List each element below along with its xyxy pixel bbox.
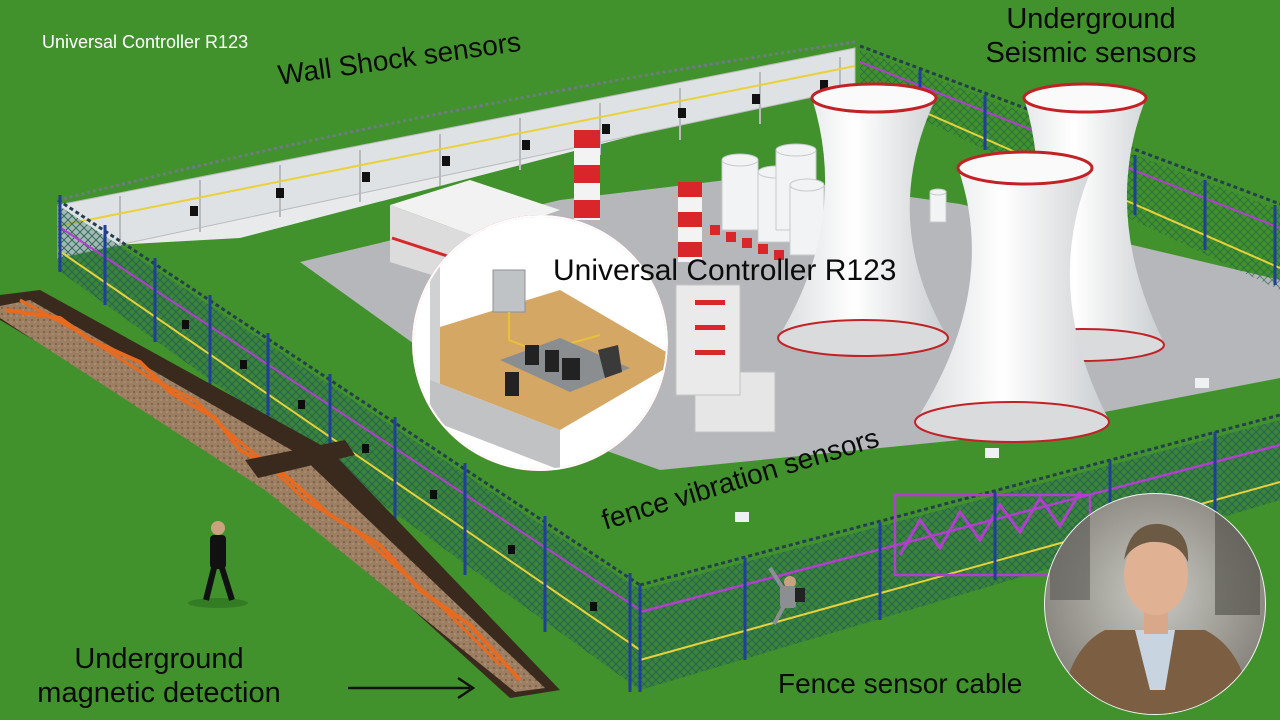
label-underground-magnetic-detection: Underground magnetic detection [30, 642, 288, 710]
concrete-wall [57, 40, 856, 259]
fence-climber [768, 566, 805, 625]
controller-room-inset [412, 215, 668, 471]
arrow-to-trench [348, 676, 476, 700]
storage-tanks [721, 143, 947, 256]
label-magnetic-line2: magnetic detection [37, 677, 281, 710]
label-underground-seismic-sensors: Underground Seismic sensors [962, 2, 1220, 70]
magnetic-detection-trench [0, 290, 560, 698]
walking-person [188, 521, 248, 608]
presenter-video [1044, 493, 1266, 715]
cooling-tower-front [914, 150, 1110, 443]
pipe-valves [710, 225, 784, 260]
fence-front-right [638, 378, 1280, 692]
label-universal-controller: Universal Controller R123 [553, 254, 897, 287]
label-fence-sensor-cable: Fence sensor cable [778, 668, 1023, 699]
label-seismic-line2: Seismic sensors [985, 37, 1197, 70]
cooling-tower-back-left [777, 82, 949, 357]
chimney-left [574, 130, 600, 220]
label-magnetic-line1: Underground [74, 643, 244, 675]
corner-title: Universal Controller R123 [42, 32, 249, 52]
label-seismic-line1: Underground [1006, 3, 1176, 35]
chimney-right [678, 182, 702, 262]
